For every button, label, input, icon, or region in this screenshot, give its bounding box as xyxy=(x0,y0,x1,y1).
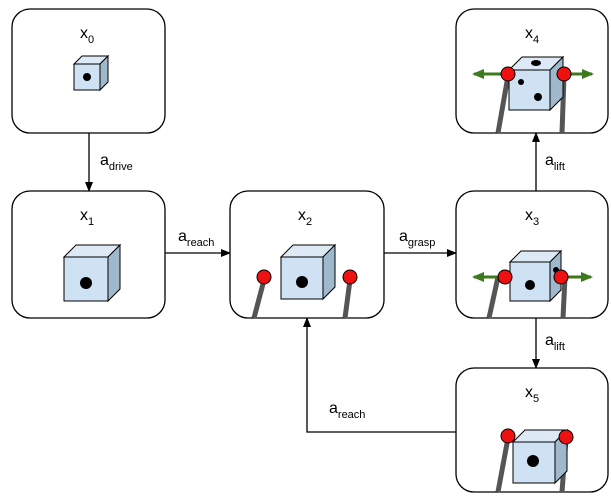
gripper-tip-right-x2 xyxy=(342,269,358,285)
action-label-reach-1: areach xyxy=(178,228,214,249)
transition-edges xyxy=(85,132,540,433)
state-label-x4: x4 xyxy=(525,25,539,46)
action-label-grasp: agrasp xyxy=(399,228,435,249)
state-label-x1: x1 xyxy=(80,207,94,228)
cube-x2 xyxy=(279,243,337,301)
state-label-x3: x3 xyxy=(525,207,539,228)
gripper-tip-right-x4 xyxy=(556,66,572,82)
action-label-lift-up: alift xyxy=(545,152,565,173)
action-label-lift-down: alift xyxy=(545,332,565,353)
action-label-drive: adrive xyxy=(100,152,133,173)
gripper-tip-left-x2 xyxy=(256,269,272,285)
gripper-tip-left-x5 xyxy=(500,428,516,444)
action-label-reach-2: areach xyxy=(329,400,365,421)
cube-x4 xyxy=(507,55,565,112)
cube-x1 xyxy=(62,243,122,303)
state-label-x2: x2 xyxy=(298,207,312,228)
cube-x3 xyxy=(508,249,563,303)
state-label-x0: x0 xyxy=(80,25,94,46)
gripper-tip-right-x5 xyxy=(558,429,574,445)
gripper-tip-right-x3 xyxy=(553,269,569,285)
gripper-x3 xyxy=(486,276,568,319)
state-label-x5: x5 xyxy=(525,384,539,405)
edge-x5-x2 xyxy=(303,317,456,433)
gripper-tip-left-x4 xyxy=(500,66,516,82)
gripper-x4 xyxy=(495,75,567,134)
gripper-tip-left-x3 xyxy=(497,269,513,285)
gripper-x2 xyxy=(251,279,353,319)
cube-x0 xyxy=(72,54,110,92)
